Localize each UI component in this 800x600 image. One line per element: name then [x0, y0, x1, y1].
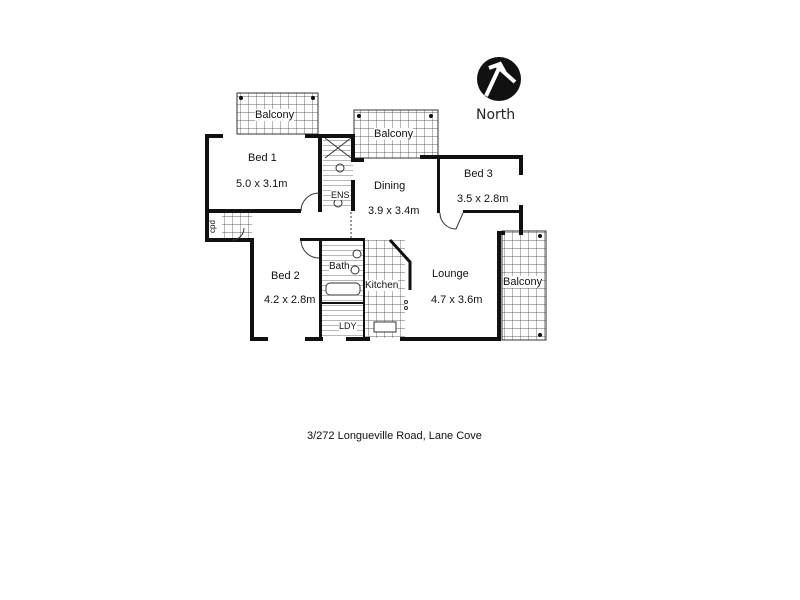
room-dims-dining: 3.9 x 3.4m: [368, 205, 420, 217]
compass-icon: [477, 57, 521, 101]
bath-label: Bath: [329, 261, 350, 272]
kitchen-label: Kitchen: [365, 280, 399, 291]
laundry-label: LDY: [339, 321, 357, 331]
room-dims-bed2: 4.2 x 2.8m: [264, 294, 316, 306]
room-dims-bed1: 5.0 x 3.1m: [236, 178, 288, 190]
property-address: 3/272 Longueville Road, Lane Cove: [307, 430, 482, 442]
room-name-bed3: Bed 3: [464, 168, 493, 180]
room-dims-lounge: 4.7 x 3.6m: [431, 294, 483, 306]
balcony-label-top-left: Balcony: [255, 109, 295, 121]
ensuite-label: ENS: [331, 190, 350, 200]
room-name-dining: Dining: [374, 180, 406, 192]
room-name-bed2: Bed 2: [271, 270, 300, 282]
cupboard-label: cpd: [208, 220, 217, 233]
balcony-label-right: Balcony: [503, 276, 543, 288]
compass-label: North: [476, 107, 516, 123]
room-name-bed1: Bed 1: [248, 152, 277, 164]
room-dims-bed3: 3.5 x 2.8m: [457, 193, 509, 205]
balcony-label-top-middle: Balcony: [374, 128, 414, 140]
room-name-lounge: Lounge: [432, 268, 469, 280]
